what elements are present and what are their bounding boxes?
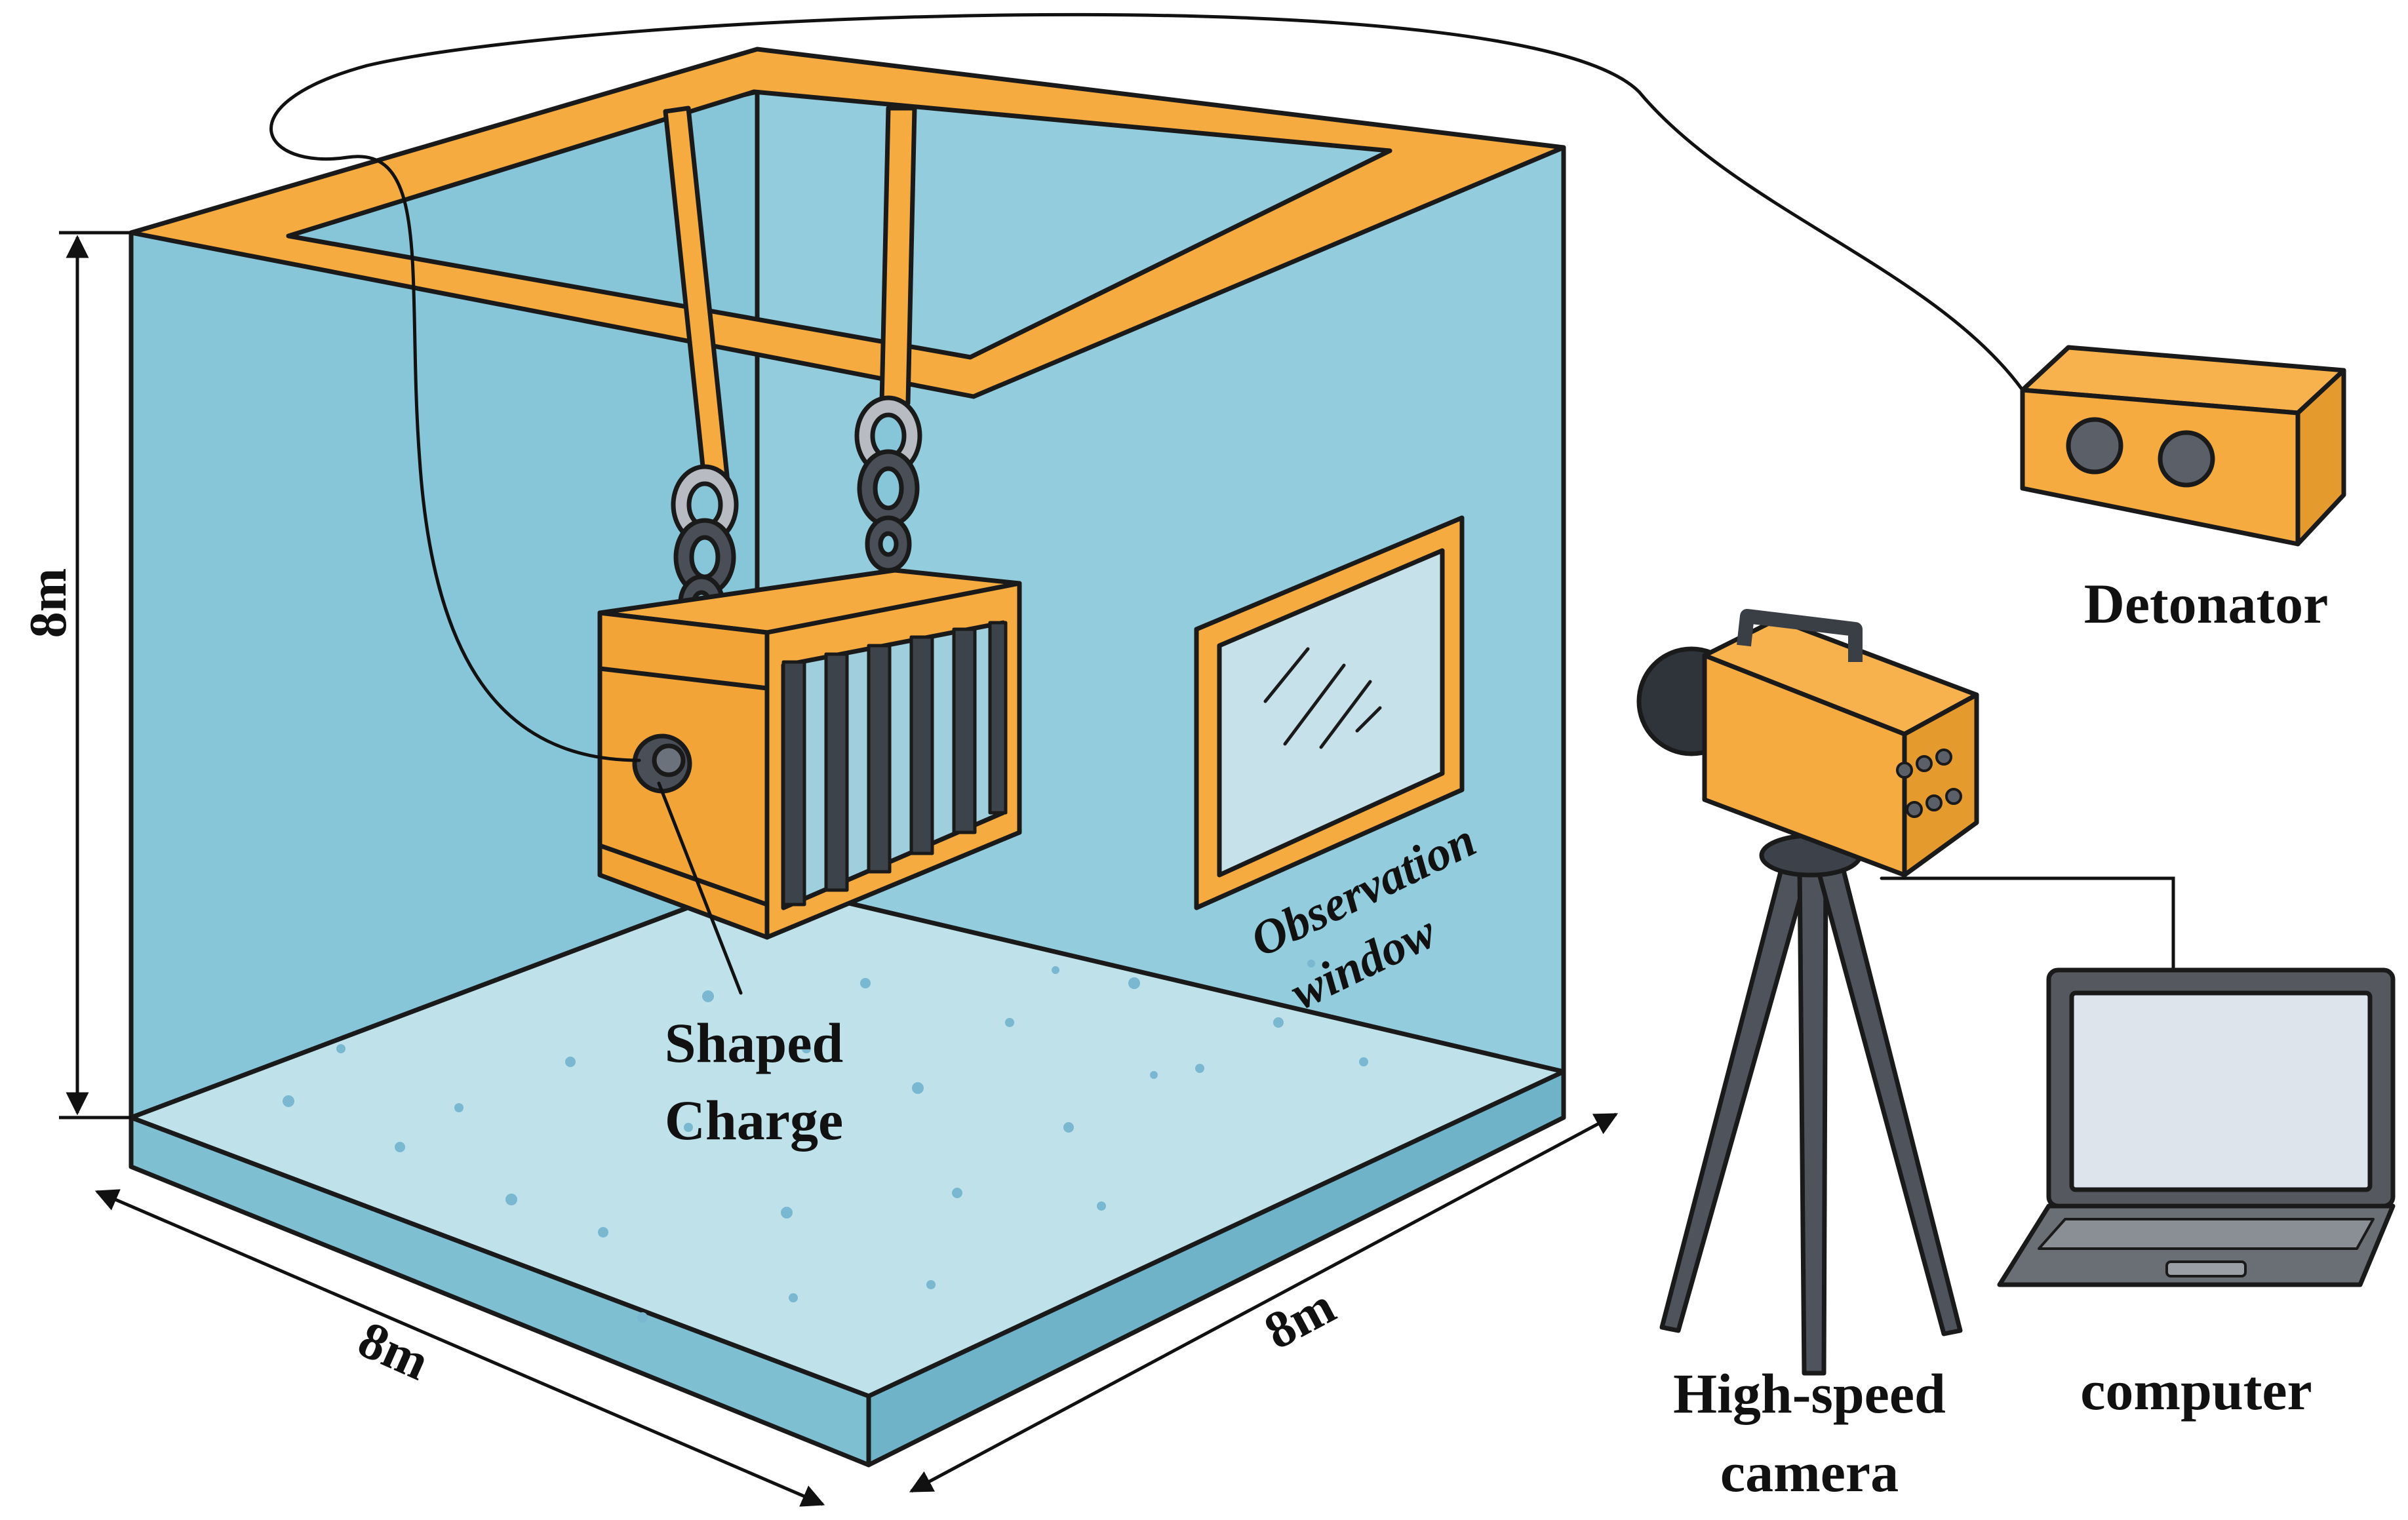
shaped-charge-label-2: Charge [665, 1089, 843, 1152]
detonator-box [2020, 345, 2346, 547]
width-right-arrow [909, 1112, 1619, 1493]
cage-bars [781, 621, 1008, 906]
detonator-label: Detonator [2084, 572, 2329, 635]
width-right-label: 8m [1255, 1277, 1344, 1361]
height-label: 8m [20, 568, 77, 638]
camera-label-2: camera [1720, 1441, 1899, 1504]
camera-computer-wire [1880, 876, 2175, 972]
shaped-charge-cage [597, 568, 1022, 940]
width-left-label: 8m [350, 1310, 437, 1392]
window-glass [1217, 548, 1445, 878]
tripod [1659, 833, 1963, 1376]
charge-leader [657, 781, 743, 995]
dimensions [59, 231, 1619, 1507]
strap-right [879, 106, 917, 406]
laptop-trackpad [2165, 1260, 2247, 1277]
wires [269, 12, 2175, 995]
computer [1997, 967, 2396, 1287]
detonator-wire [269, 12, 2024, 762]
high-speed-camera [1636, 609, 1979, 1376]
suspension [663, 106, 922, 632]
shaped-charge-label-1: Shaped [665, 1011, 844, 1074]
laptop-screen [2069, 990, 2373, 1192]
computer-label: computer [2080, 1359, 2312, 1422]
camera-label-1: High-speed [1673, 1362, 1946, 1425]
camera-handle [1737, 609, 1863, 662]
width-left-arrow [94, 1189, 825, 1507]
detonator-knob-right [2158, 430, 2215, 488]
detonator-knob-left [2066, 417, 2123, 475]
observation-window [1194, 515, 1465, 910]
